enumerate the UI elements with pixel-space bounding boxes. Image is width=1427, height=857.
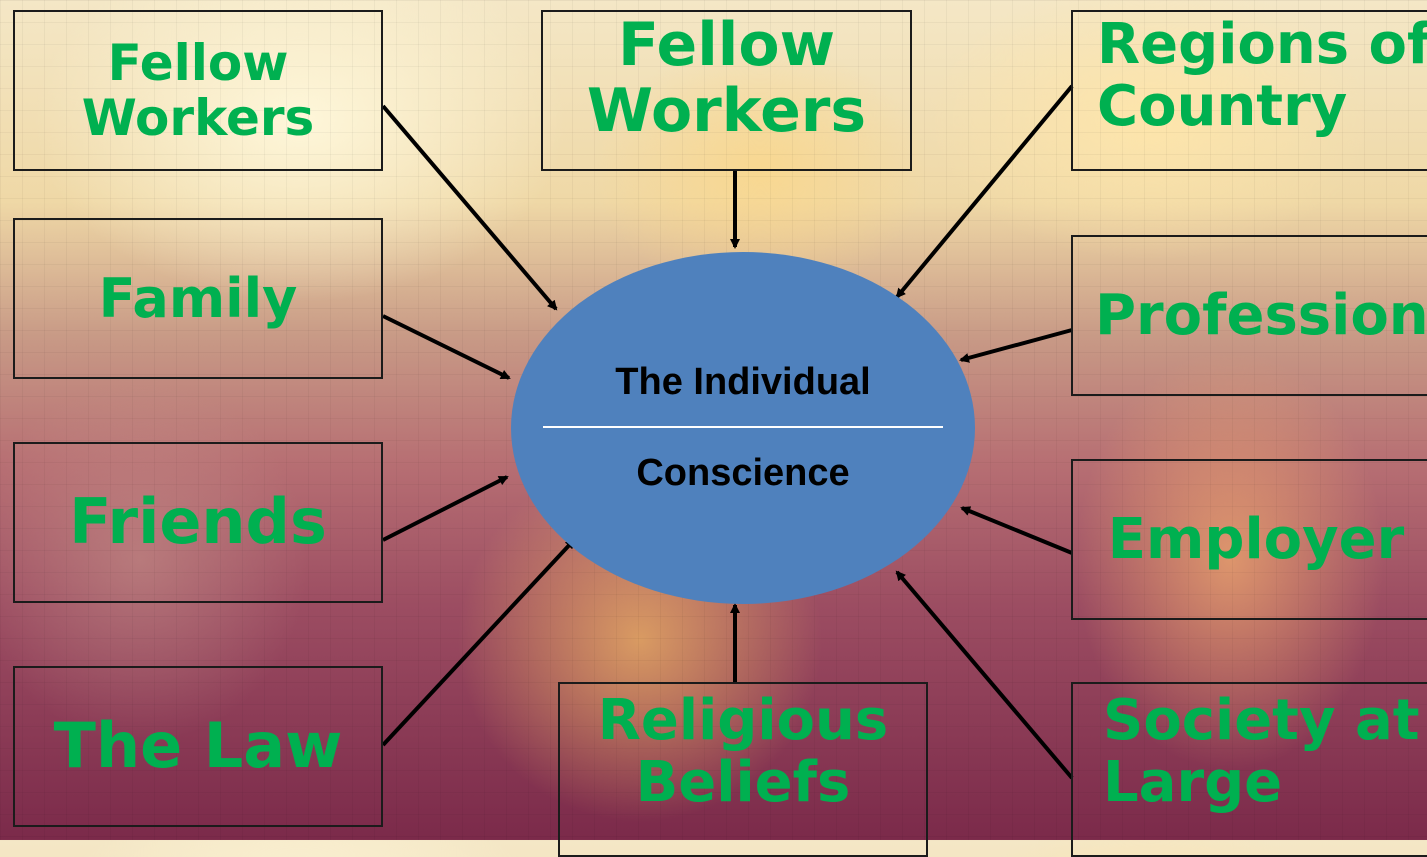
center-title: The Individual [615,361,871,403]
influence-box-employer: Employer [1071,459,1427,620]
influence-box-family: Family [13,218,383,379]
arrow-fellow-workers-left [381,104,558,311]
arrow-employer [960,506,1073,555]
influence-box-friends: Friends [13,442,383,603]
influence-box-regions-of-country: Regions of Country [1071,10,1427,171]
arrow-regions-of-country [895,84,1074,299]
arrow-friends [382,475,509,542]
individual-conscience-node: The Individual Conscience [511,252,975,604]
influence-box-fellow-workers-left: Fellow Workers [13,10,383,171]
arrow-society-at-large [895,570,1074,780]
influence-box-the-law: The Law [13,666,383,827]
arrow-family [382,314,511,380]
influence-box-religious-beliefs: Religious Beliefs [558,682,928,857]
center-subtitle: Conscience [636,452,850,494]
influence-box-profession: Profession [1071,235,1427,396]
influence-box-fellow-workers-top: Fellow Workers [541,10,912,171]
arrow-profession [959,328,1073,363]
influence-box-society-at-large: Society at Large [1071,682,1427,857]
arrow-the-law [381,538,576,747]
center-divider [543,426,943,428]
